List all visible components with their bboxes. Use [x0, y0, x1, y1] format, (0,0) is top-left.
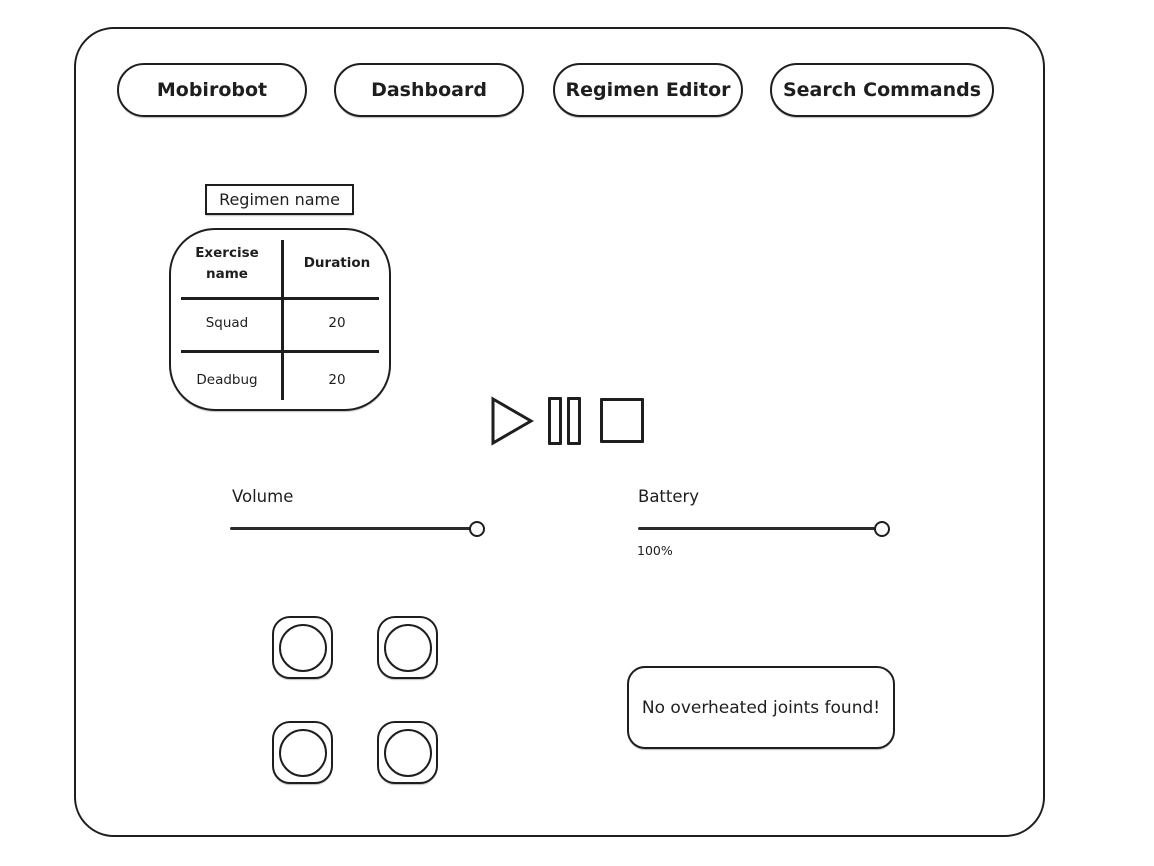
stop-button[interactable]: [600, 398, 644, 443]
play-button[interactable]: [490, 396, 536, 446]
nav-tab-label: Search Commands: [782, 79, 981, 101]
nav-tab-regimen-editor[interactable]: Regimen Editor: [553, 63, 743, 117]
volume-label: Volume: [232, 487, 294, 506]
battery-value: 100%: [637, 543, 673, 558]
stop-icon: [600, 398, 644, 443]
table-cell-duration: 20: [328, 371, 346, 388]
table-header-exercise-name: Exercise name: [195, 244, 259, 282]
nav-tab-search-commands[interactable]: Search Commands: [770, 63, 994, 117]
play-icon: [491, 396, 534, 446]
table-cell-exercise: Deadbug: [196, 371, 258, 388]
table-row-divider: [181, 297, 379, 300]
nav-tab-label: Regimen Editor: [565, 79, 731, 101]
circle-icon: [383, 623, 432, 672]
nav-tab-label: Mobirobot: [156, 79, 268, 101]
pad-button-3[interactable]: [272, 721, 333, 784]
pause-button[interactable]: [548, 397, 582, 445]
pad-button-4[interactable]: [377, 721, 438, 784]
regimen-name-input[interactable]: Regimen name: [205, 184, 354, 215]
exercise-table: Exercise name Duration Squad 20 Deadbug …: [169, 228, 391, 411]
table-header-duration: Duration: [303, 255, 371, 272]
table-cell-duration: 20: [328, 315, 346, 332]
battery-label: Battery: [638, 487, 700, 506]
nav-tab-mobirobot[interactable]: Mobirobot: [117, 63, 307, 117]
circle-icon: [278, 728, 327, 777]
regimen-name-value: Regimen name: [219, 190, 340, 209]
pad-button-1[interactable]: [272, 616, 333, 679]
table-column-divider: [281, 240, 284, 400]
table-row-divider: [181, 350, 379, 353]
battery-slider-knob[interactable]: [874, 521, 890, 537]
nav-tab-dashboard[interactable]: Dashboard: [334, 63, 524, 117]
status-message-box: No overheated joints found!: [627, 666, 895, 749]
status-message-text: No overheated joints found!: [641, 697, 881, 718]
nav-tab-label: Dashboard: [371, 79, 487, 101]
circle-icon: [383, 728, 432, 777]
circle-icon: [278, 623, 327, 672]
volume-slider-track[interactable]: [230, 527, 478, 530]
volume-slider-knob[interactable]: [469, 521, 485, 537]
table-cell-exercise: Squad: [205, 315, 249, 332]
pad-button-2[interactable]: [377, 616, 438, 679]
battery-slider-track[interactable]: [638, 527, 883, 530]
